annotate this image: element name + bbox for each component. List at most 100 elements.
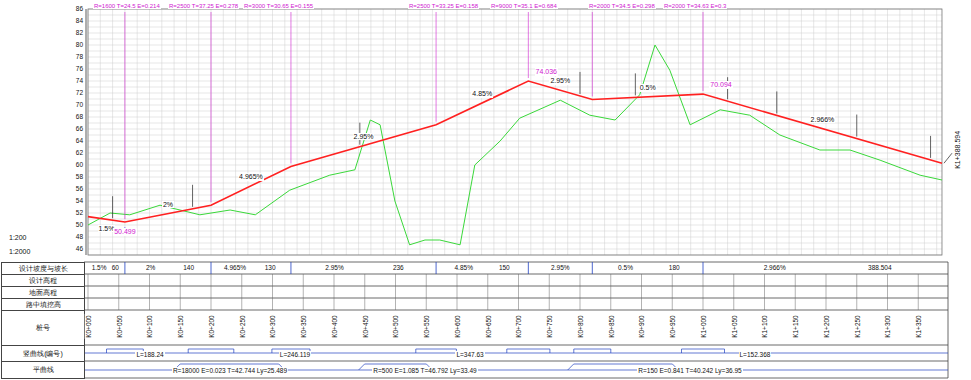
grid-line — [580, 9, 581, 255]
stake-tick — [795, 274, 796, 310]
structure-marker — [930, 136, 931, 158]
grade-cell: 1.5% — [91, 264, 108, 271]
grid-line — [862, 9, 863, 255]
grid-line — [715, 9, 716, 255]
stake-tick — [703, 274, 704, 310]
grade-divider — [290, 262, 291, 274]
elevation-tick: 54 — [75, 197, 84, 204]
grid-line — [223, 9, 224, 255]
grade-label: 2% — [162, 201, 174, 209]
stake-number: K1+250 — [853, 315, 860, 340]
stake-number: K0+100 — [146, 315, 153, 340]
row-header-text: 设计高程 — [29, 277, 57, 285]
elevation-tick: 86 — [75, 5, 84, 12]
stake-tick — [733, 274, 734, 310]
elevation-label: 70.094 — [709, 81, 732, 89]
length-cell: 60 — [111, 264, 120, 271]
stake-tick — [580, 274, 581, 310]
structure-marker — [192, 185, 193, 207]
grid-line — [198, 9, 199, 255]
scale-note: 1:2000 — [8, 248, 31, 256]
grid-line — [850, 9, 851, 255]
grade-cell: 2% — [145, 264, 156, 271]
length-cell: 180 — [668, 264, 681, 271]
grade-label: 2.95% — [353, 133, 375, 141]
elevation-axis — [86, 9, 87, 255]
grid-line — [838, 9, 839, 255]
grid-line — [88, 93, 942, 94]
plan-curve-data: R=500 E=1.085 T=46.792 Ly=33.49 — [372, 367, 477, 374]
pvi-tick — [528, 12, 529, 78]
grid-line — [912, 9, 913, 255]
stake-tick — [241, 274, 242, 310]
chart-frame — [88, 9, 942, 255]
elevation-tick: 62 — [75, 149, 84, 156]
stake-tick — [672, 274, 673, 310]
end-stake: K1+388.594 — [954, 130, 962, 170]
grid-line — [604, 9, 605, 255]
grid-line — [567, 9, 568, 255]
stake-tick — [88, 274, 89, 310]
stake-number: K0+400 — [330, 315, 337, 340]
vertical-curve-data: R=3000 T=30.65 E=0.155 — [243, 3, 314, 10]
grid-line — [297, 9, 298, 255]
grid-line — [88, 51, 942, 52]
grid-line — [88, 171, 942, 172]
grid-line — [776, 9, 777, 255]
length-cell: 150 — [498, 264, 511, 271]
vertical-curve-data: R=2500 T=37.25 E=0.278 — [168, 3, 239, 10]
grid-line — [88, 81, 942, 82]
grid-line — [88, 99, 942, 100]
vertical-curve-bracket — [416, 349, 457, 353]
table-rule — [84, 310, 948, 311]
length-cell: 388.504 — [867, 264, 893, 271]
structure-marker — [776, 91, 777, 113]
stake-tick — [303, 274, 304, 310]
vertical-curve-bracket — [682, 349, 725, 353]
stake-number: K0+700 — [515, 315, 522, 340]
stake-number: K1+200 — [822, 315, 829, 340]
stake-tick — [487, 274, 488, 310]
grid-line — [444, 9, 445, 255]
stake-number: K0+950 — [669, 315, 676, 340]
elevation-tick: 76 — [75, 65, 84, 72]
pvi-tick — [211, 12, 212, 202]
stake-number: K0+350 — [300, 315, 307, 340]
stake-number: K0+250 — [238, 315, 245, 340]
grid-line — [88, 15, 942, 16]
grid-line — [247, 9, 248, 255]
vertical-curve-data: R=2000 T=34.63 E=0.3 — [663, 3, 727, 10]
row-header: 竖曲线(编号) — [1, 345, 85, 362]
grid-line — [789, 9, 790, 255]
stake-tick — [149, 274, 150, 310]
grid-line — [506, 9, 507, 255]
vertical-curve-bracket — [188, 349, 234, 353]
grid-line — [88, 33, 942, 34]
grid-line — [703, 9, 704, 255]
grid-line — [88, 207, 942, 208]
grid-line — [88, 135, 942, 136]
grid-line — [88, 201, 942, 202]
table-rule — [84, 274, 948, 275]
grid-line — [88, 69, 942, 70]
elevation-tick: 66 — [75, 125, 84, 132]
stake-number: K0+500 — [392, 315, 399, 340]
grid-line — [653, 9, 654, 255]
grid-line — [592, 9, 593, 255]
stake-number: K0+450 — [361, 315, 368, 340]
grade-label: 4.85% — [471, 90, 493, 98]
grid-line — [752, 9, 753, 255]
grid-line — [924, 9, 925, 255]
end-marker — [944, 153, 952, 163]
grade-label: 2.95% — [549, 77, 571, 85]
elevation-tick: 60 — [75, 161, 84, 168]
elevation-tick: 72 — [75, 89, 84, 96]
stake-tick — [549, 274, 550, 310]
row-header-text: 路中填挖高 — [26, 301, 61, 309]
grid-line — [666, 9, 667, 255]
stake-number: K0+750 — [546, 315, 553, 340]
pvi-tick — [124, 12, 125, 219]
grid-line — [124, 9, 125, 255]
table-rule — [84, 286, 948, 287]
stake-tick — [364, 274, 365, 310]
